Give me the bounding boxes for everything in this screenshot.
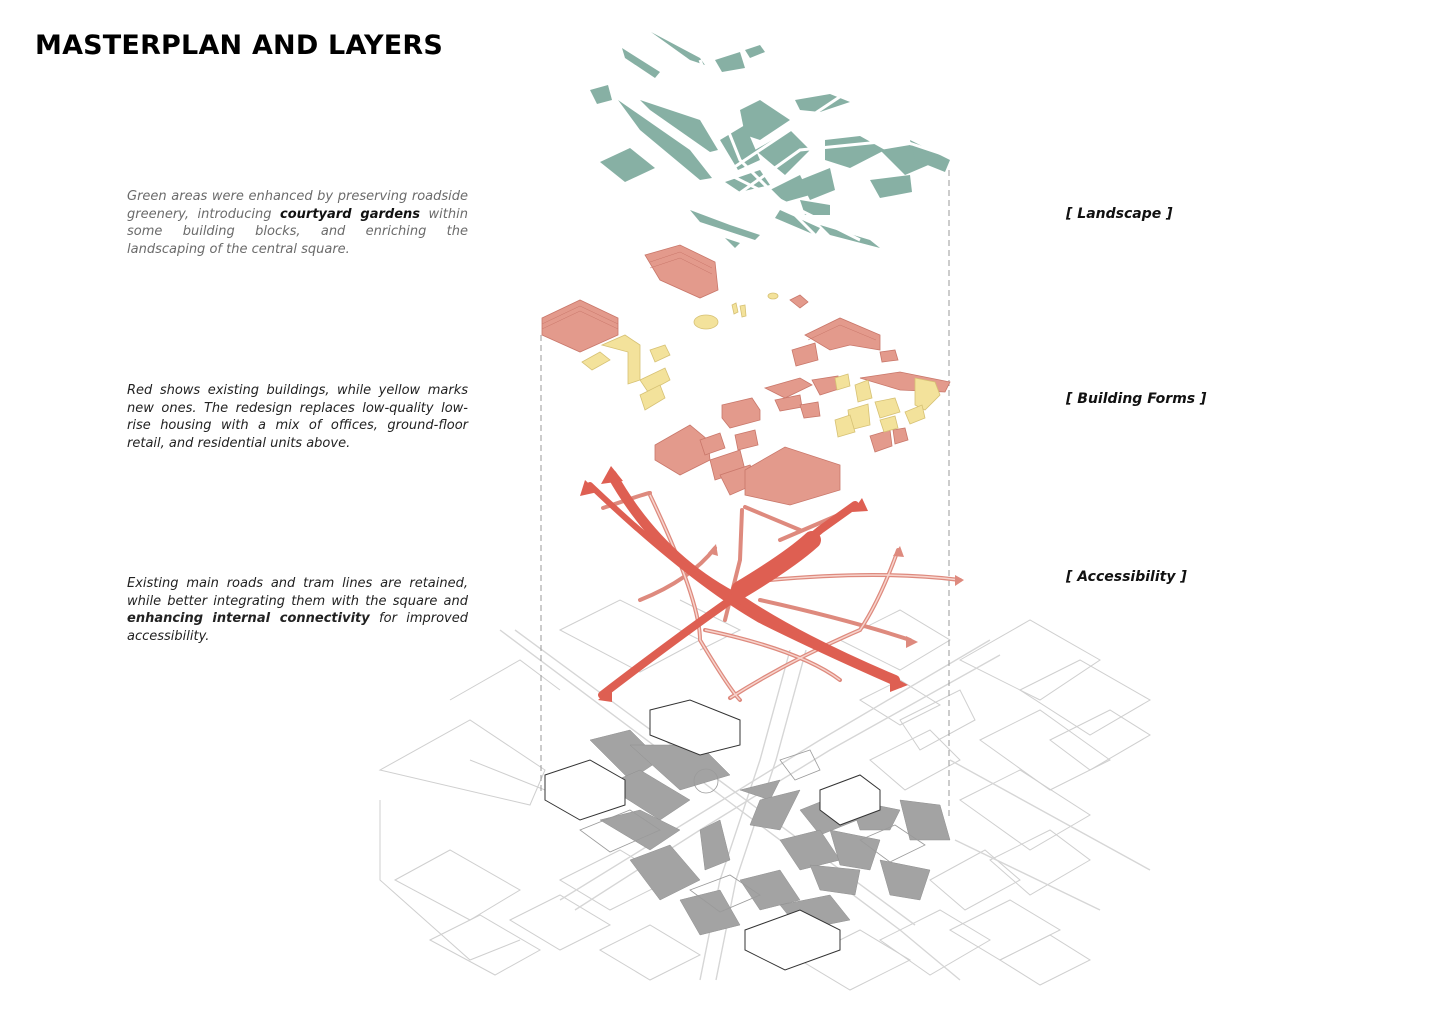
buildings-description-text: Red shows existing buildings, while yell… — [127, 383, 468, 451]
projection-lines — [540, 170, 950, 820]
page-title: MASTERPLAN AND LAYERS — [35, 30, 444, 61]
buildings-description: Red shows existing buildings, while yell… — [127, 382, 468, 452]
layer-label-accessibility: [ Accessibility ] — [1066, 569, 1187, 585]
accessibility-description: Existing main roads and tram lines are r… — [127, 575, 468, 645]
building-forms-layer — [541, 244, 951, 506]
landscape-description-emphasis: courtyard gardens — [280, 206, 421, 222]
accessibility-emphasis-1: enhancing — [127, 611, 204, 626]
landscape-layer — [590, 32, 961, 248]
landscape-description: Green areas were enhanced by preserving … — [127, 188, 468, 258]
landscape-description-text: Green areas were enhanced by preserving … — [127, 189, 468, 222]
base-city-map — [378, 599, 1151, 991]
layer-label-building-forms: [ Building Forms ] — [1066, 391, 1207, 407]
landscape-description-text-end: within some building blocks, and enrichi… — [127, 206, 468, 257]
accessibility-description-text-end: for improved accessibility. — [127, 611, 468, 644]
accessibility-emphasis-2: internal connectivity — [212, 611, 370, 626]
layer-label-landscape: [ Landscape ] — [1066, 206, 1173, 222]
accessibility-description-text: Existing main roads and tram lines are r… — [127, 576, 468, 609]
accessibility-layer — [580, 466, 964, 702]
